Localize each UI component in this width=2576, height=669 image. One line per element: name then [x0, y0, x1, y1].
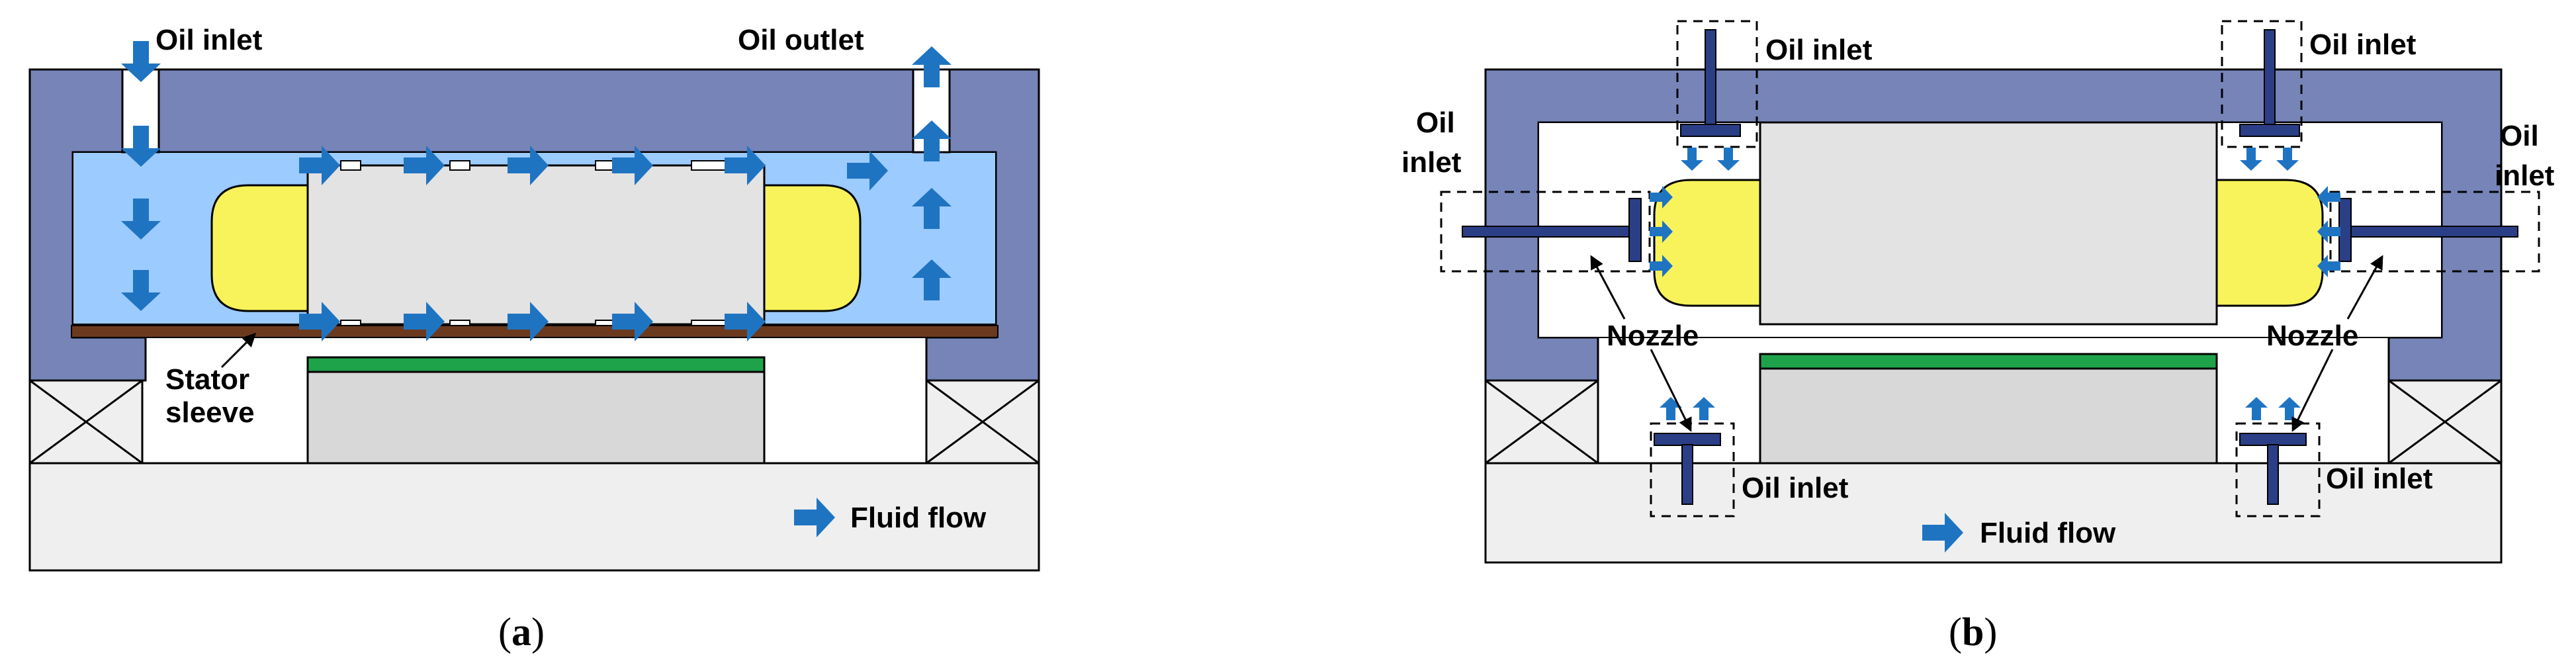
label-oil-inlet-left-line2: inlet [1401, 146, 1462, 179]
end-winding-right [763, 184, 862, 312]
label-oil-inlet-bottom-right: Oil inlet [2326, 463, 2433, 495]
end-winding-left [1653, 179, 1761, 307]
panel-a: Oil inlet Oil outlet Stator sleeve Fluid… [28, 24, 1040, 654]
label-oil-inlet-top-left: Oil inlet [1765, 34, 1873, 66]
label-stator-sleeve-line2: sleeve [165, 396, 255, 429]
nozzle-right [2338, 198, 2518, 262]
label-oil-inlet-right-line1: Oil [2500, 120, 2539, 152]
end-winding-right [2215, 179, 2324, 307]
label-oil-inlet-right-line2: inlet [2495, 159, 2555, 192]
label-oil-inlet: Oil inlet [155, 24, 263, 56]
bearing-right [2387, 379, 2503, 465]
stator-core [306, 164, 766, 326]
nozzle-bottom-right [2239, 433, 2307, 505]
stator-core [1759, 121, 2218, 326]
nozzle-left [1462, 198, 1642, 262]
nozzle-top-right [2239, 29, 2300, 137]
label-stator-sleeve-line1: Stator [165, 363, 249, 396]
nozzle-top-left [1680, 29, 1741, 137]
rotor-magnet [306, 356, 766, 373]
nozzle-leaders [1590, 255, 2383, 432]
label-nozzle-right: Nozzle [2266, 320, 2358, 352]
rotor [1759, 367, 2218, 465]
rotor [306, 371, 766, 465]
bearing-left [28, 379, 144, 465]
base-plate [28, 462, 1040, 572]
nozzle-dashed-boxes [1440, 20, 2540, 517]
label-oil-inlet-top-right: Oil inlet [2309, 28, 2417, 61]
end-winding-left [210, 184, 309, 312]
caption-a: (a) [498, 610, 545, 654]
bearing-right [925, 379, 1040, 465]
legend-label-a: Fluid flow [850, 502, 987, 534]
base-plate [1484, 462, 2503, 564]
bearing-left [1484, 379, 1599, 465]
rotor-magnet [1759, 353, 2218, 370]
label-oil-inlet-left-line1: Oil [1416, 107, 1455, 139]
panel-b: Oil inlet Oil inlet Oil inlet Oil inlet … [1401, 20, 2555, 654]
legend-label-b: Fluid flow [1980, 517, 2116, 549]
nozzle-bottom-left [1654, 433, 1721, 505]
caption-b: (b) [1949, 610, 1997, 654]
label-nozzle-left: Nozzle [1607, 320, 1699, 352]
label-oil-inlet-bottom-left: Oil inlet [1742, 472, 1849, 504]
leader-stator-sleeve [220, 332, 257, 369]
label-oil-outlet: Oil outlet [738, 24, 864, 56]
